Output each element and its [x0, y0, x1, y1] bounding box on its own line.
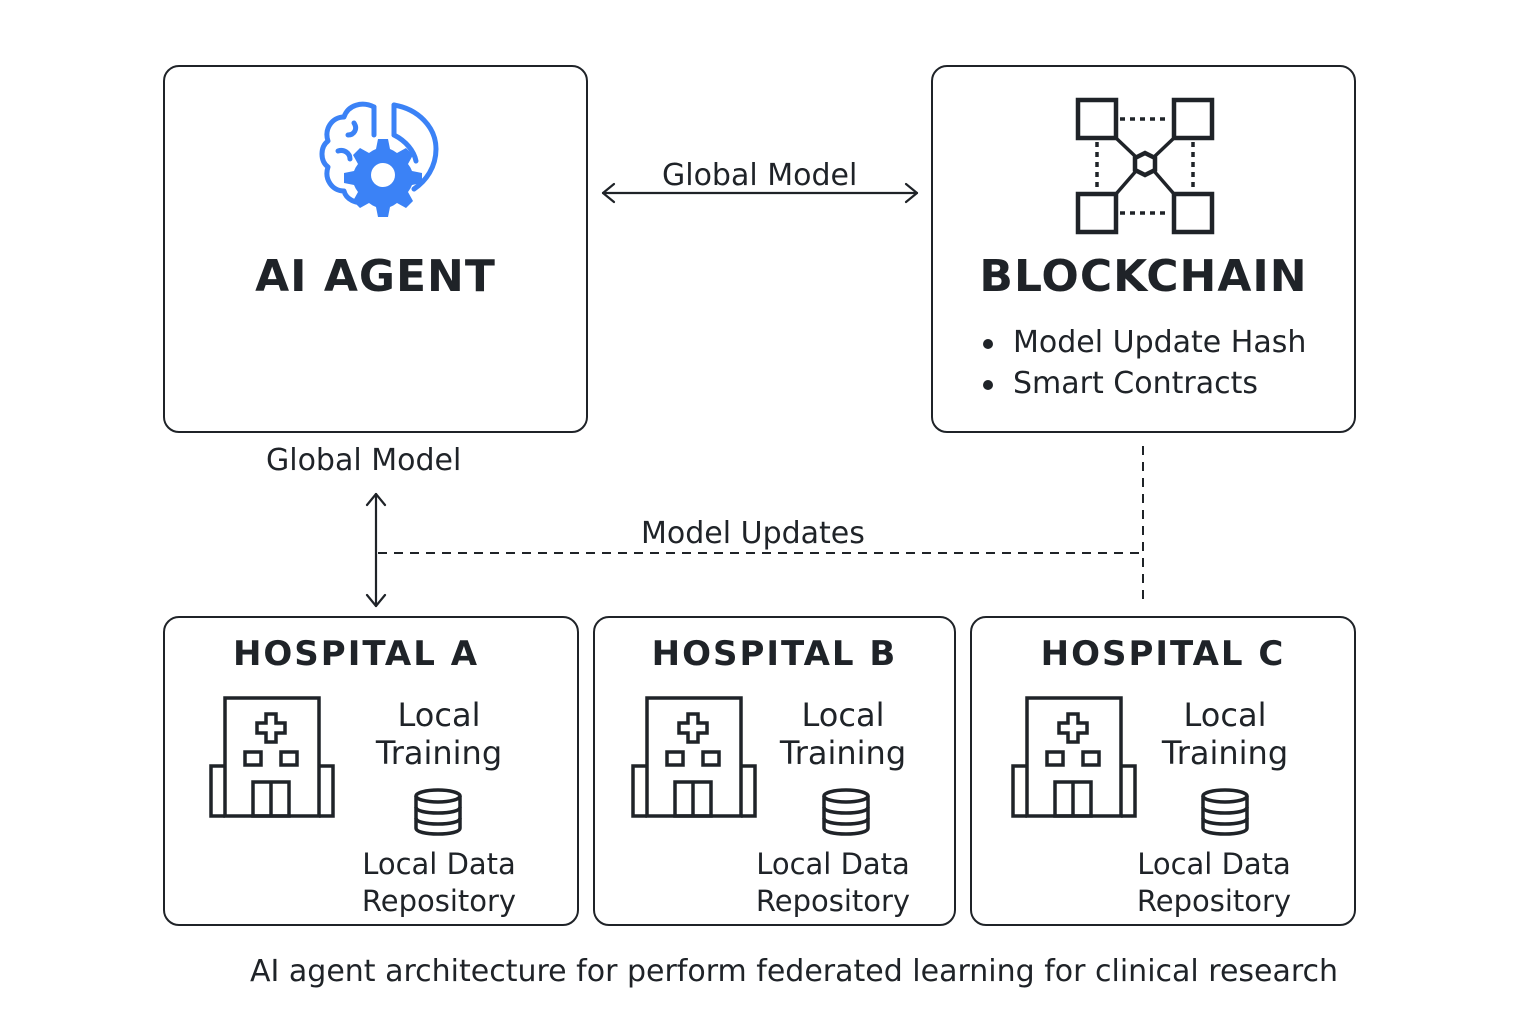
local-training-label: Local Training — [375, 696, 503, 772]
blockchain-feature-item: Smart Contracts — [983, 363, 1306, 404]
database-icon — [414, 788, 462, 836]
global-model-left-label: Global Model — [266, 443, 462, 478]
global-model-top-label: Global Model — [662, 158, 858, 193]
ai-agent-box: AI AGENT — [163, 65, 588, 433]
bullet-dot — [983, 380, 993, 390]
hospital-title: HOSPITAL A — [232, 634, 480, 674]
global-model-arrow-vertical — [365, 492, 387, 608]
figure-caption: AI agent architecture for perform federa… — [250, 954, 1339, 989]
local-training-label: Local Training — [1161, 696, 1289, 772]
model-updates-label: Model Updates — [641, 516, 865, 551]
blockchain-box: BLOCKCHAIN Model Update Hash Smart Contr… — [931, 65, 1356, 433]
global-model-arrow-horizontal — [601, 182, 919, 204]
hospital-title: HOSPITAL B — [651, 634, 898, 674]
hospital-building-icon — [631, 696, 757, 818]
hospital-building-icon — [1011, 696, 1137, 818]
local-data-repository-label: Local Data Repository — [755, 847, 911, 918]
blockchain-feature-item: Model Update Hash — [983, 322, 1306, 363]
brain-gear-icon — [319, 101, 439, 217]
blockchain-title: BLOCKCHAIN — [979, 251, 1308, 302]
hospital-title: HOSPITAL C — [1040, 634, 1286, 674]
database-icon — [822, 788, 870, 836]
hospital-building-icon — [209, 696, 335, 818]
hospital-a-box: HOSPITAL A Local Training Local Data Rep… — [163, 616, 579, 926]
local-training-label: Local Training — [779, 696, 907, 772]
bullet-dot — [983, 339, 993, 349]
blockchain-features: Model Update Hash Smart Contracts — [983, 322, 1306, 404]
blockchain-network-icon — [1075, 97, 1215, 235]
local-data-repository-label: Local Data Repository — [361, 847, 517, 918]
local-data-repository-label: Local Data Repository — [1136, 847, 1292, 918]
hospital-c-box: HOSPITAL C Local Training Local Data Rep… — [970, 616, 1356, 926]
hospital-b-box: HOSPITAL B Local Training Local Data Rep… — [593, 616, 956, 926]
database-icon — [1201, 788, 1249, 836]
ai-agent-title: AI AGENT — [255, 251, 496, 302]
